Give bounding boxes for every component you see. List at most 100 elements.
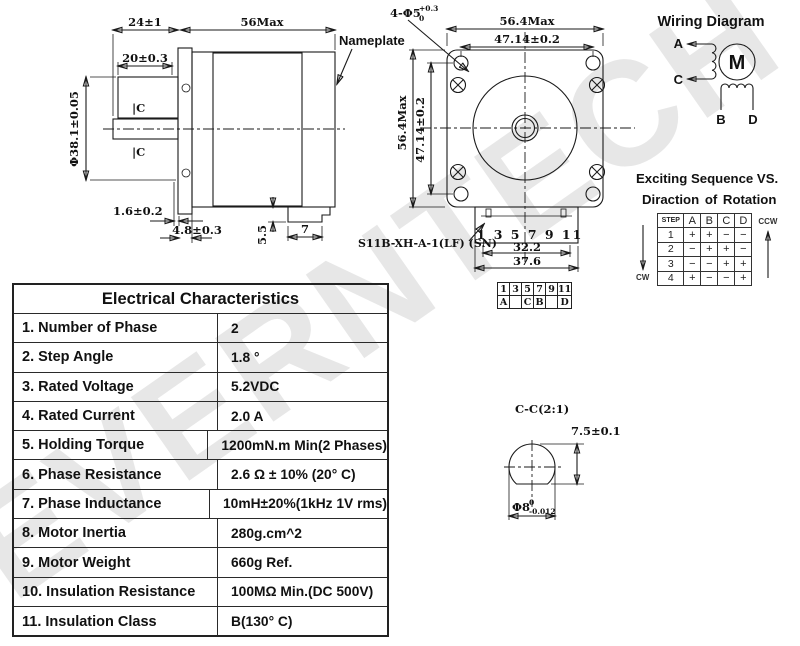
sequence-row: 3 − − + + [657,256,753,272]
sequence-table: STEP A B C D 1 + + − − 2 − + + − 3 [657,212,753,286]
dim-hole-span-vertical: 47.14±0.2 [413,63,453,194]
pin-mapping-table: 1 3 5 7 9 11 A C B D [497,282,573,309]
seq-cell: 4 [657,270,685,286]
svg-text:0: 0 [529,498,534,507]
dim-shaft-length: 24±1 [113,15,178,116]
row-value: B(130° C) [217,606,387,637]
row-label: 10. Insulation Resistance [22,583,196,600]
seq-cell: + [683,270,702,286]
phase-ac-coil: A C [674,36,717,87]
dim-flange-thickness: 4.8±0.3 [160,210,222,243]
ccw-direction-indicator: CCW [758,217,777,280]
table-row: 10. Insulation Resistance 100MΩ Min.(DC … [14,577,387,607]
seq-cell: + [700,241,719,258]
front-connector: 1 3 5 7 9 11 [474,206,584,244]
terminal-a-label: A [674,36,684,51]
row-value: 2.0 A [217,401,387,431]
table-row: 7. Phase Inductance 10mH±20%(1kHz 1V rms… [14,489,387,520]
side-view-drawing: |C |C 24±1 56Max 20±0.3 Φ38.1±0.05 1.6±0… [67,15,405,245]
shaft-section-shape [504,440,562,507]
sequence-row: 1 + + − − [657,227,753,243]
seq-cell: 2 [657,241,685,258]
seq-cell: + [717,241,736,258]
row-value: 1200mN.m Min(2 Phases) [207,431,387,460]
dim-body-length: 56Max [181,15,335,50]
pin-phase-row: A C B D [497,295,573,309]
sequence-title-line1: Exciting Sequence VS. [636,171,779,186]
svg-text:4.8±0.3: 4.8±0.3 [172,223,222,237]
connector-part-callout: S11B-XH-A-1(LF) (SN) [358,224,497,250]
svg-text:5.5: 5.5 [255,225,269,245]
electrical-characteristics-table: Electrical Characteristics 1. Number of … [12,283,389,637]
seq-header-a: A [683,212,702,229]
front-mounting-holes [453,55,601,202]
seq-cell: − [734,241,753,258]
row-value: 100MΩ Min.(DC 500V) [217,577,387,606]
row-label: 6. Phase Resistance [22,466,162,483]
phase-bd-coil: B D [716,83,758,127]
row-label: 7. Phase Inductance [22,495,162,512]
phase-cell: A [497,295,510,309]
svg-text:56.4Max: 56.4Max [395,95,409,150]
sequence-header-row: STEP A B C D [657,212,753,229]
sequence-row: 4 + − − + [657,270,753,286]
seq-cell: + [734,256,753,272]
terminal-d-label: D [748,112,757,127]
dim-front-height: 56.4Max [395,50,445,207]
dim-tab-width: 7 [288,222,322,241]
svg-text:37.6: 37.6 [513,254,541,268]
svg-text:Nameplate: Nameplate [339,33,405,48]
phase-cell: D [556,295,573,309]
table-row: 4. Rated Current 2.0 A [14,401,387,432]
svg-text:24±1: 24±1 [128,15,162,29]
svg-text:7.5±0.1: 7.5±0.1 [571,424,621,438]
svg-text:Φ8: Φ8 [512,500,530,514]
table-row: 11. Insulation Class B(130° C) [14,606,387,637]
svg-text:Φ38.1±0.05: Φ38.1±0.05 [67,91,81,167]
seq-header-step: STEP [657,212,685,229]
row-value: 660g Ref. [217,548,387,577]
dim-hole-span-horizontal: 47.14±0.2 [461,32,593,57]
pin-cell: 9 [545,282,558,296]
table-row: 1. Number of Phase 2 [14,314,387,344]
seq-cell: + [734,270,753,286]
row-label: 8. Motor Inertia [22,525,126,542]
svg-text:+0.3: +0.3 [419,4,438,13]
seq-cell: + [683,227,702,243]
seq-cell: − [734,227,753,243]
shaft-section-view: C-C(2:1) 7.5±0.1 Φ8 0 -0.012 [504,402,621,520]
dim-connector-inner: 32.2 [483,240,570,257]
terminal-c-label: C [674,72,684,87]
side-shaft: |C |C [103,76,345,159]
seq-cell: + [700,227,719,243]
cw-label: CW [636,273,650,282]
section-cut-mark-bottom: |C [132,145,145,159]
table-title: Electrical Characteristics [14,285,387,314]
dim-shaft-diameter: Φ8 0 -0.012 [509,469,556,520]
sequence-title-line2: Diraction of Rotation [642,192,777,207]
pin-cell: 1 [497,282,510,296]
side-motor-body [177,47,336,223]
section-cut-mark-top: |C [132,101,145,115]
seq-cell: 1 [657,227,685,243]
cw-direction-indicator: CW [636,223,649,282]
section-title: C-C(2:1) [515,402,569,416]
table-row: 3. Rated Voltage 5.2VDC [14,372,387,402]
row-label: 4. Rated Current [22,408,135,425]
svg-text:0: 0 [419,14,424,23]
seq-header-c: C [717,212,736,229]
table-row: 2. Step Angle 1.8 ° [14,343,387,373]
wiring-diagram: Wiring Diagram A C M B D [657,14,764,127]
pin-cell: 3 [509,282,522,296]
seq-cell: 3 [657,256,685,272]
row-label: 2. Step Angle [22,349,114,366]
mounting-hole-callout: 4-Φ5 +0.3 0 [390,4,468,71]
dim-tab-height: 5.5 [255,197,286,245]
row-value: 1.8 ° [217,343,387,372]
pin-numbers: 1 3 5 7 9 11 [477,227,584,242]
seq-cell: − [700,256,719,272]
dim-front-width: 56.4Max [447,14,603,46]
seq-header-b: B [700,212,719,229]
dim-boss-length: 20±0.3 [118,51,172,75]
dim-connector-outer: 37.6 [475,246,578,272]
